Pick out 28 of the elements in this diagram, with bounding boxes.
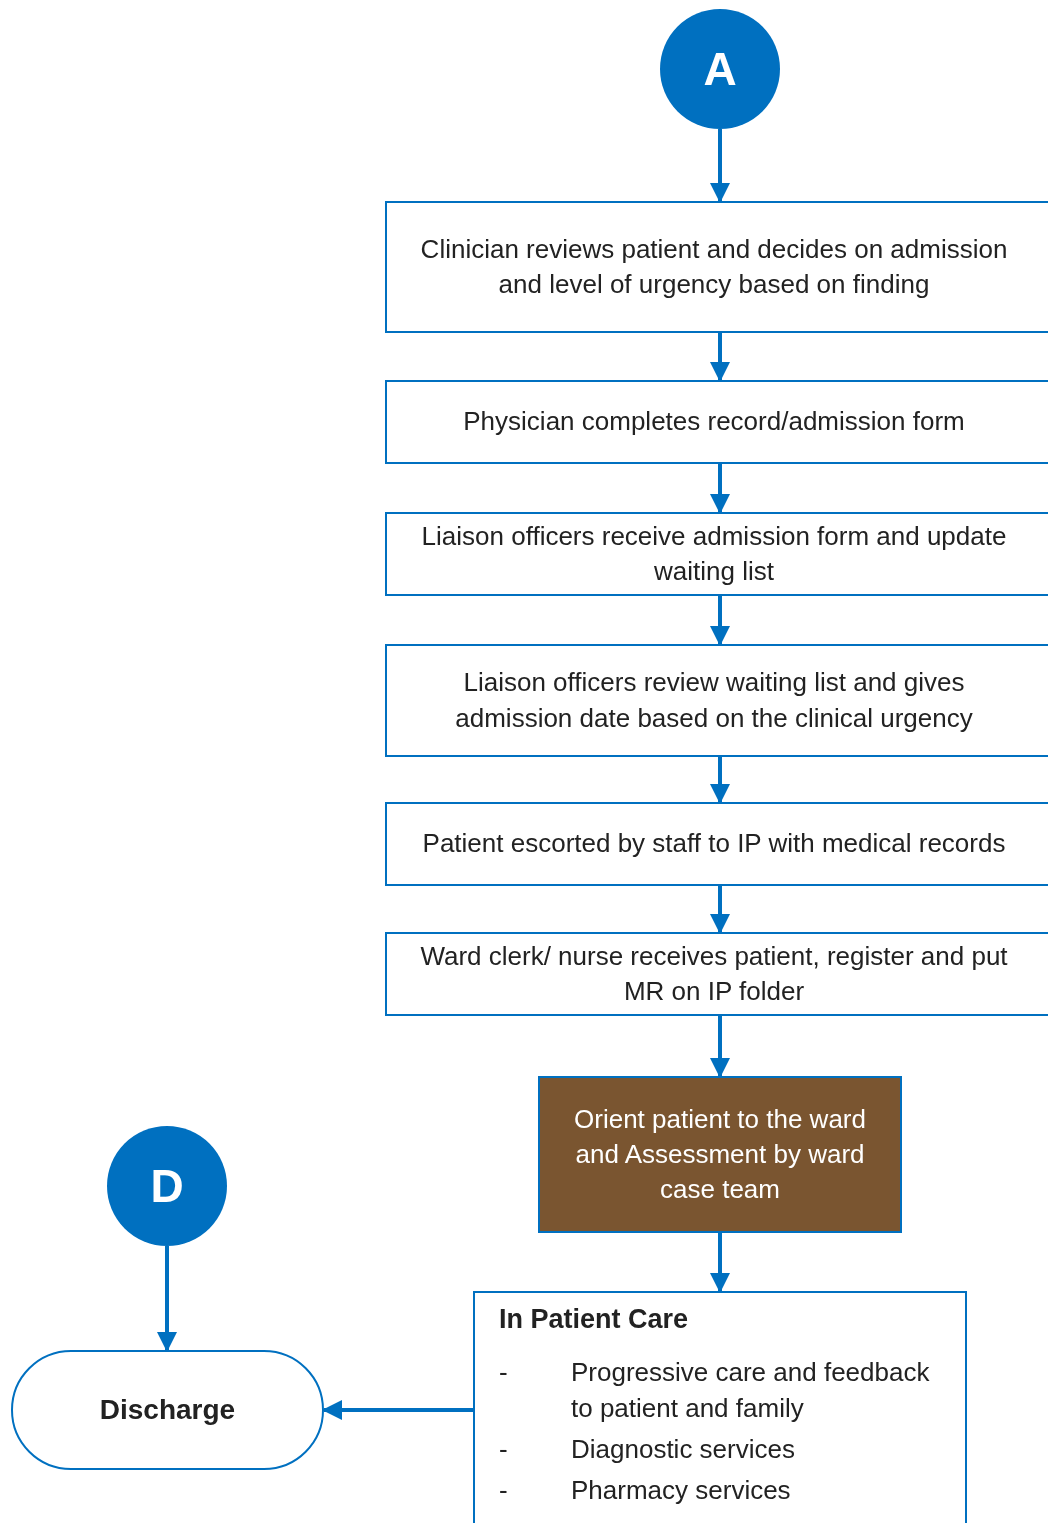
list-item: Diagnostic services xyxy=(571,1432,796,1466)
arrow xyxy=(710,129,730,203)
process-box: Physician completes record/admission form xyxy=(385,380,1048,464)
process-box: Orient patient to the ward and Assessment by ward case team xyxy=(538,1076,902,1233)
arrow xyxy=(157,1246,177,1352)
process-box: Liaison officers receive admission form and update waiting list xyxy=(385,512,1048,596)
arrow xyxy=(710,333,730,382)
process-box: Liaison officers review waiting list and gives admission date based on the clinical urgency xyxy=(385,644,1048,757)
arrow xyxy=(710,1016,730,1078)
box-heading: In Patient Care xyxy=(499,1303,690,1336)
list-dash: - xyxy=(499,1473,509,1507)
process-box: Patient escorted by staff to IP with medical records xyxy=(385,802,1048,886)
process-box: Ward clerk/ nurse receives patient, register and put MR on IP folder xyxy=(385,932,1048,1016)
process-box: Clinician reviews patient and decides on admission and level of urgency based on finding xyxy=(385,201,1048,333)
arrow xyxy=(710,757,730,804)
list-item: Progressive care and feedback to patient and family xyxy=(571,1356,931,1425)
arrow xyxy=(710,886,730,934)
list-dash: - xyxy=(499,1356,509,1390)
arrow xyxy=(710,1233,730,1293)
connector-circle: A xyxy=(660,9,780,129)
list-item: Pharmacy services xyxy=(571,1473,792,1507)
process-box xyxy=(473,1291,967,1523)
arrow xyxy=(322,1400,473,1420)
arrow xyxy=(710,464,730,514)
terminal-box: Discharge xyxy=(11,1350,324,1470)
connector-circle: D xyxy=(107,1126,227,1246)
list-dash: - xyxy=(499,1432,509,1466)
arrow xyxy=(710,596,730,646)
